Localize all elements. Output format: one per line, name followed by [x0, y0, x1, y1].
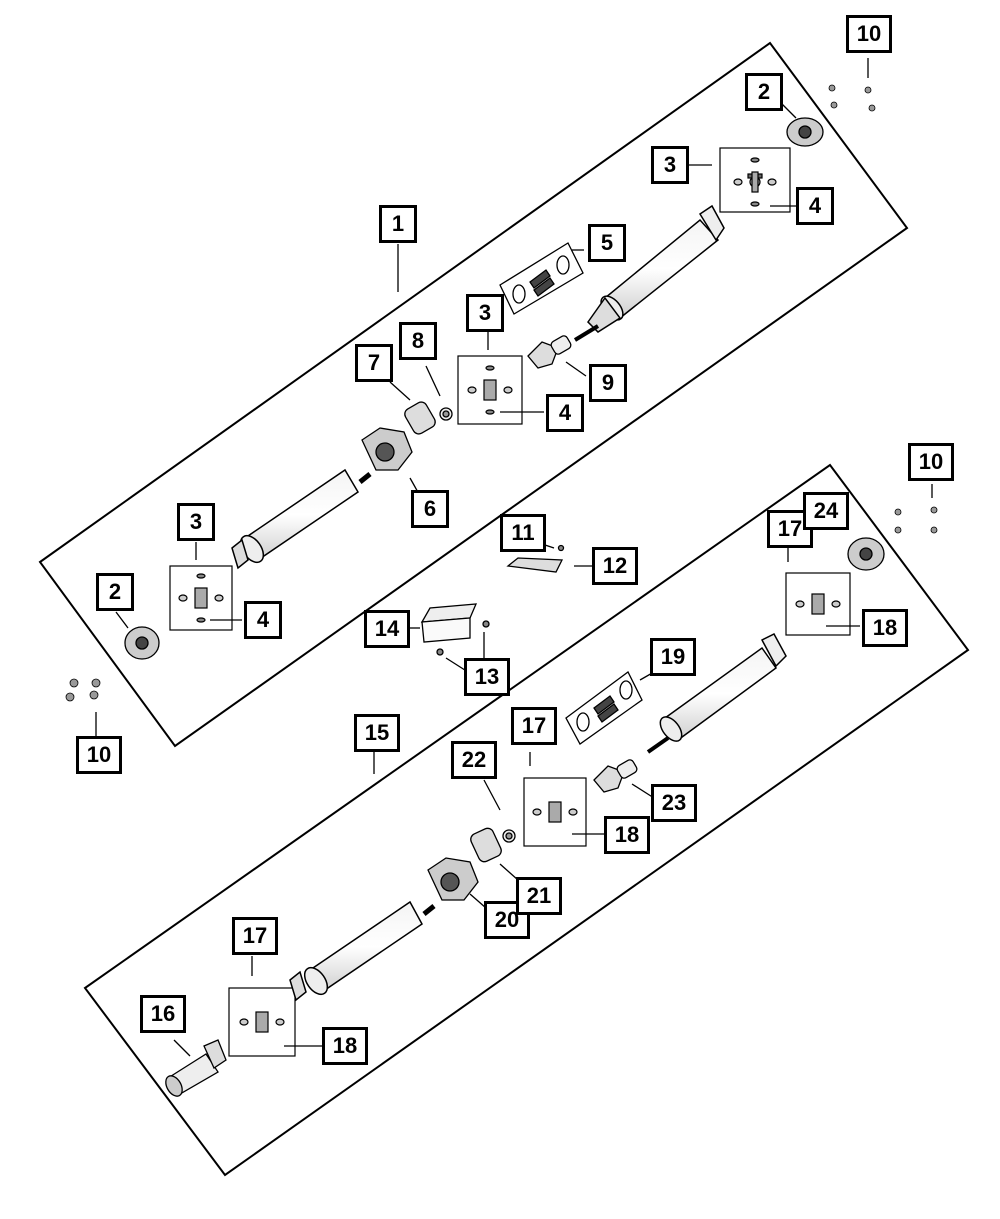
- callout-17-low: 17: [232, 917, 278, 955]
- callout-4-mid: 4: [546, 394, 584, 432]
- callout-7: 7: [355, 344, 393, 382]
- dust-boot-19: [565, 671, 643, 745]
- callout-18-low: 18: [322, 1027, 368, 1065]
- slip-yoke-9: [527, 335, 572, 369]
- callout-5: 5: [588, 224, 626, 262]
- front-shaft-splined-half: [231, 468, 372, 570]
- flange-yoke-7: [404, 401, 453, 435]
- callout-14: 14: [364, 610, 410, 648]
- callout-24: 24: [803, 492, 849, 530]
- callout-18-top: 18: [862, 609, 908, 647]
- flange-24: [847, 537, 885, 571]
- callout-16: 16: [140, 995, 186, 1033]
- slip-yoke-16: [165, 1039, 227, 1097]
- heat-shield-14: [420, 603, 490, 656]
- assembly-frame-rear: [83, 463, 970, 1177]
- callout-15: 15: [354, 714, 400, 752]
- companion-flange-top: [786, 117, 824, 147]
- callout-2-left: 2: [96, 573, 134, 611]
- callout-19: 19: [650, 638, 696, 676]
- slip-yoke-23: [593, 759, 638, 793]
- callout-13: 13: [464, 658, 510, 696]
- companion-flange-left: [124, 626, 160, 660]
- callout-4-left: 4: [244, 601, 282, 639]
- center-bearing-20: [427, 857, 479, 901]
- rear-shaft-splined-half: [289, 900, 436, 1002]
- callout-10-right: 10: [908, 443, 954, 481]
- callout-17-mid: 17: [511, 707, 557, 745]
- rear-shaft-tube: [646, 633, 787, 754]
- u-joint-kit-top: [719, 147, 791, 213]
- u-joint-kit-rear-mid: [523, 777, 587, 847]
- bolts-left: [65, 678, 101, 702]
- bolts-right: [894, 506, 938, 534]
- callout-8: 8: [399, 322, 437, 360]
- callout-3-mid: 3: [466, 294, 504, 332]
- callout-4-top: 4: [796, 187, 834, 225]
- dust-boot-5: [499, 242, 584, 315]
- callout-2-top: 2: [745, 73, 783, 111]
- callout-9: 9: [589, 364, 627, 402]
- callout-17-top: 17: [767, 510, 813, 548]
- callout-10-top: 10: [846, 15, 892, 53]
- u-joint-kit-left: [169, 565, 233, 631]
- callout-11: 11: [500, 514, 546, 552]
- center-bearing-6: [361, 427, 413, 471]
- bolts-top: [828, 84, 876, 112]
- callout-6: 6: [411, 490, 449, 528]
- callout-18-mid: 18: [604, 816, 650, 854]
- callout-22: 22: [451, 741, 497, 779]
- u-joint-kit-mid: [457, 355, 523, 425]
- yoke-21-washer-22: [470, 827, 516, 863]
- front-shaft-tube: [573, 204, 725, 342]
- pad-12: [506, 544, 565, 573]
- callout-3-left: 3: [177, 503, 215, 541]
- callout-3-top: 3: [651, 146, 689, 184]
- u-joint-kit-rear-low: [228, 987, 296, 1057]
- callout-10-left: 10: [76, 736, 122, 774]
- callout-1: 1: [379, 205, 417, 243]
- callout-23: 23: [651, 784, 697, 822]
- u-joint-kit-rear-top: [785, 572, 851, 636]
- assembly-frame-front: [38, 41, 909, 748]
- callout-21: 21: [516, 877, 562, 915]
- callout-12: 12: [592, 547, 638, 585]
